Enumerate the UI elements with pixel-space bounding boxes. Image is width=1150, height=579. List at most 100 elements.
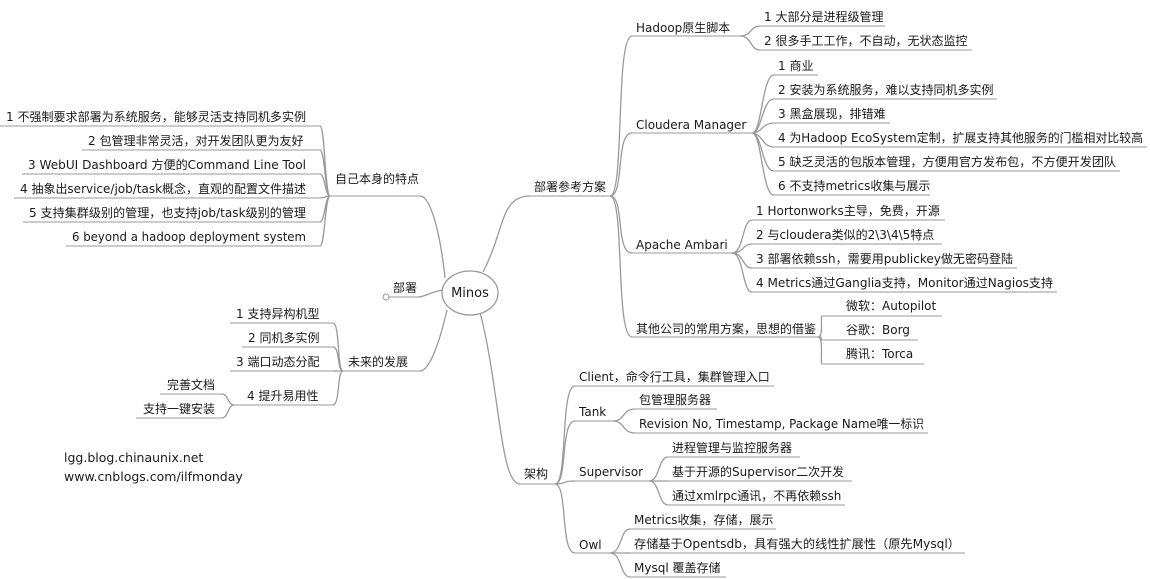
cloudera-item-5-label: 5 缺乏灵活的包版本管理，方便用官方发布包，不方便开发团队 xyxy=(778,154,1116,169)
self-feature-item-1-label: 1 不强制要求部署为系统服务，能够灵活支持同机多实例 xyxy=(6,109,306,124)
cloudera-item-1-label: 1 商业 xyxy=(778,58,813,73)
client-node[interactable]: Client，命令行工具，集群管理入口 xyxy=(575,369,774,387)
connector-supervisor-items xyxy=(648,456,669,506)
tank-item-2[interactable]: Revision No, Timestamp, Package Name唯一标识 xyxy=(635,417,928,434)
ambari-item-2[interactable]: 2 与cloudera类似的2\3\4\5特点 xyxy=(752,227,942,245)
hadoop-item-1-label: 1 大部分是进程级管理 xyxy=(764,9,883,24)
connector-deploy-refs-others xyxy=(609,195,633,338)
root-node[interactable]: Minos xyxy=(441,270,499,316)
usability-item-install-label: 支持一键安装 xyxy=(143,401,215,416)
self-features-label: 自己本身的特点 xyxy=(335,171,419,186)
self-feature-item-5[interactable]: 5 支持集群级别的管理，也支持job/task级别的管理 xyxy=(23,205,320,223)
self-feature-item-1[interactable]: 1 不强制要求部署为系统服务，能够灵活支持同机多实例 xyxy=(0,109,320,127)
tank-item-1-label: 包管理服务器 xyxy=(639,392,711,407)
others-item-microsoft-label: 微软：Autopilot xyxy=(846,299,936,313)
owl-item-3-label: Mysql 覆盖存储 xyxy=(634,560,720,575)
future-item-1-label: 1 支持异构机型 xyxy=(236,306,319,321)
cloudera-item-6[interactable]: 6 不支持metrics收集与展示 xyxy=(774,178,930,196)
arch-branch: 架构 Client，命令行工具，集群管理入口 Tank 包管理服务器 Revis… xyxy=(520,369,965,578)
ambari-item-2-label: 2 与cloudera类似的2\3\4\5特点 xyxy=(756,227,934,242)
usability-item-install[interactable]: 支持一键安装 xyxy=(136,401,222,419)
arch-node[interactable]: 架构 xyxy=(520,466,555,485)
supervisor-node[interactable]: Supervisor xyxy=(575,465,649,482)
others-item-google-label: 谷歌：Borg xyxy=(846,322,910,337)
others-item-tencent[interactable]: 腾讯：Torca xyxy=(822,346,924,365)
future-node[interactable]: 未来的发展 xyxy=(343,354,420,372)
connector-usability-items xyxy=(221,393,235,419)
future-item-3[interactable]: 3 端口动态分配 xyxy=(230,355,333,372)
connector-root-arch xyxy=(479,311,521,485)
hadoop-item-2[interactable]: 2 很多手工工作，不自动，无状态监控 xyxy=(760,34,972,51)
self-feature-item-2[interactable]: 2 包管理非常灵活，对开发团队更为友好 xyxy=(82,133,320,151)
self-features-node[interactable]: 自己本身的特点 xyxy=(330,171,420,197)
owl-node[interactable]: Owl xyxy=(575,538,610,554)
connector-ambari-items xyxy=(731,219,753,293)
credits: lgg.blog.chinaunix.net www.cnblogs.com/i… xyxy=(64,450,243,484)
hadoop-item-1[interactable]: 1 大部分是进程级管理 xyxy=(760,9,885,27)
ambari-item-4[interactable]: 4 Metrics通过Ganglia支持，Monitor通过Nagios支持 xyxy=(752,275,1057,293)
others-item-microsoft[interactable]: 微软：Autopilot xyxy=(822,299,942,317)
future-item-1[interactable]: 1 支持异构机型 xyxy=(230,306,333,324)
owl-item-1[interactable]: Metrics收集，存储，展示 xyxy=(630,512,776,530)
supervisor-item-2-label: 基于开源的Supervisor二次开发 xyxy=(672,464,844,479)
connector-root-future xyxy=(419,309,448,372)
connector-deploy-refs-cloudera xyxy=(609,132,633,197)
credit-blog-link: lgg.blog.chinaunix.net xyxy=(64,450,203,465)
self-feature-item-4[interactable]: 4 抽象出service/job/task概念，直观的配置文件描述 xyxy=(14,181,320,199)
connector-owl-items xyxy=(609,528,631,578)
owl-item-2-label: 存储基于Opentsdb，具有强大的线性扩展性（原先Mysql） xyxy=(634,536,960,551)
future-item-3-label: 3 端口动态分配 xyxy=(236,355,319,369)
future-item-4[interactable]: 4 提升易用性 xyxy=(234,388,333,406)
self-features-branch: 自己本身的特点 1 不强制要求部署为系统服务，能够灵活支持同机多实例 2 包管理… xyxy=(0,109,420,247)
usability-item-docs-label: 完善文档 xyxy=(167,377,215,392)
future-item-2-label: 2 同机多实例 xyxy=(248,330,319,345)
cloudera-item-5[interactable]: 5 缺乏灵活的包版本管理，方便用官方发布包，不方便开发团队 xyxy=(774,154,1120,172)
connector-others-items xyxy=(817,315,823,365)
arch-label: 架构 xyxy=(524,466,548,481)
credit-cnblogs-link: www.cnblogs.com/ilfmonday xyxy=(64,469,243,484)
ambari-item-1-label: 1 Hortonworks主导，免费，开源 xyxy=(756,203,940,218)
tank-item-1[interactable]: 包管理服务器 xyxy=(635,392,717,410)
ambari-item-1[interactable]: 1 Hortonworks主导，免费，开源 xyxy=(752,203,945,221)
hadoop-item-2-label: 2 很多手工工作，不自动，无状态监控 xyxy=(764,34,967,48)
cloudera-node[interactable]: Cloudera Manager xyxy=(632,118,752,134)
connector-deploy-refs-hadoop xyxy=(609,35,633,197)
cloudera-item-3[interactable]: 3 黑盒展现，排错难 xyxy=(774,106,890,124)
future-branch: 未来的发展 1 支持异构机型 2 同机多实例 3 端口动态分配 4 提升易用性 … xyxy=(136,306,420,419)
connector-cloudera-items xyxy=(751,74,775,196)
others-item-tencent-label: 腾讯：Torca xyxy=(846,346,913,361)
future-item-4-label: 4 提升易用性 xyxy=(247,388,318,403)
usability-item-docs[interactable]: 完善文档 xyxy=(160,377,222,395)
self-feature-item-3[interactable]: 3 WebUI Dashboard 方便的Command Line Tool xyxy=(22,157,320,175)
ambari-label: Apache Ambari xyxy=(636,238,728,252)
future-item-2[interactable]: 2 同机多实例 xyxy=(242,330,333,348)
supervisor-item-1-label: 进程管理与监控服务器 xyxy=(672,440,792,455)
cloudera-item-2[interactable]: 2 安装为系统服务，难以支持同机多实例 xyxy=(774,82,997,100)
others-node[interactable]: 其他公司的常用方案，思想的借鉴 xyxy=(632,321,818,338)
supervisor-item-3[interactable]: 通过xmlrpc通讯，不再依赖ssh xyxy=(668,488,845,506)
cloudera-item-6-label: 6 不支持metrics收集与展示 xyxy=(778,178,930,193)
tank-node[interactable]: Tank xyxy=(575,405,613,422)
connector-arch-supervisor xyxy=(554,480,576,485)
deploy-collapse-dot[interactable] xyxy=(382,293,390,301)
supervisor-item-2[interactable]: 基于开源的Supervisor二次开发 xyxy=(668,464,852,482)
ambari-item-3[interactable]: 3 部署依赖ssh，需要用publickey做无密码登陆 xyxy=(752,251,1017,269)
cloudera-item-4[interactable]: 4 为Hadoop EcoSystem定制，扩展支持其他服务的门槛相对比较高 xyxy=(774,130,1147,148)
others-item-google[interactable]: 谷歌：Borg xyxy=(822,322,918,341)
connector-arch-tank xyxy=(554,420,576,485)
deploy-node[interactable]: 部署 xyxy=(382,280,418,301)
self-feature-item-6[interactable]: 6 beyond a hadoop deployment system xyxy=(66,230,320,247)
self-feature-item-6-label: 6 beyond a hadoop deployment system xyxy=(72,230,306,244)
supervisor-item-1[interactable]: 进程管理与监控服务器 xyxy=(668,440,800,458)
owl-item-3[interactable]: Mysql 覆盖存储 xyxy=(630,560,726,578)
ambari-node[interactable]: Apache Ambari xyxy=(632,238,732,254)
connector-tank-items xyxy=(612,408,636,434)
hadoop-scripts-node[interactable]: Hadoop原生脚本 xyxy=(632,20,740,37)
others-label: 其他公司的常用方案，思想的借鉴 xyxy=(636,321,816,336)
ambari-item-4-label: 4 Metrics通过Ganglia支持，Monitor通过Nagios支持 xyxy=(756,275,1053,290)
owl-item-2[interactable]: 存储基于Opentsdb，具有强大的线性扩展性（原先Mysql） xyxy=(630,536,965,554)
connector-deploy-refs-ambari xyxy=(609,195,633,254)
cloudera-item-1[interactable]: 1 商业 xyxy=(774,58,818,76)
connector-future-items xyxy=(332,322,344,406)
deploy-refs-node[interactable]: 部署参考方案 xyxy=(530,179,610,197)
